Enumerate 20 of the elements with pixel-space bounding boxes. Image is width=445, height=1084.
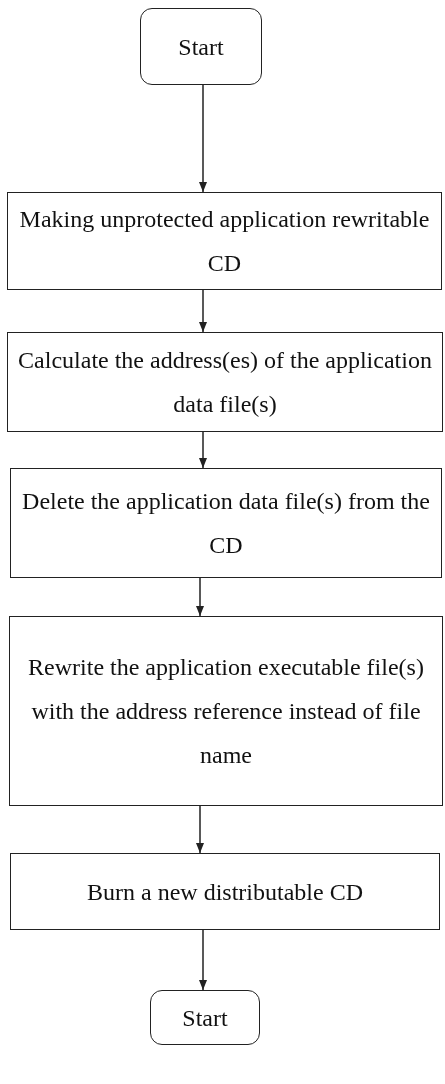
step-label: Calculate the address(es) of the application data file(s) xyxy=(18,346,432,419)
process-box xyxy=(9,616,443,806)
step-label: Start xyxy=(182,1003,228,1033)
arrow xyxy=(198,84,208,193)
step-label: Start xyxy=(178,32,224,62)
arrow xyxy=(198,289,208,333)
arrow xyxy=(198,929,208,991)
process-box xyxy=(10,853,440,930)
arrow xyxy=(195,805,205,854)
arrow xyxy=(195,577,205,617)
terminal-box xyxy=(140,8,262,85)
step-label: Rewrite the application executable file(s) with the address reference instead of file name xyxy=(27,653,425,770)
process-box xyxy=(7,192,442,290)
arrow xyxy=(198,431,208,469)
step-label: Making unprotected application rewritable CD xyxy=(18,205,431,278)
step-label: Delete the application data file(s) from the CD xyxy=(21,487,431,560)
step-label: Burn a new distributable CD xyxy=(87,877,363,907)
process-box xyxy=(10,468,442,578)
terminal-box xyxy=(150,990,260,1045)
process-box xyxy=(7,332,443,432)
